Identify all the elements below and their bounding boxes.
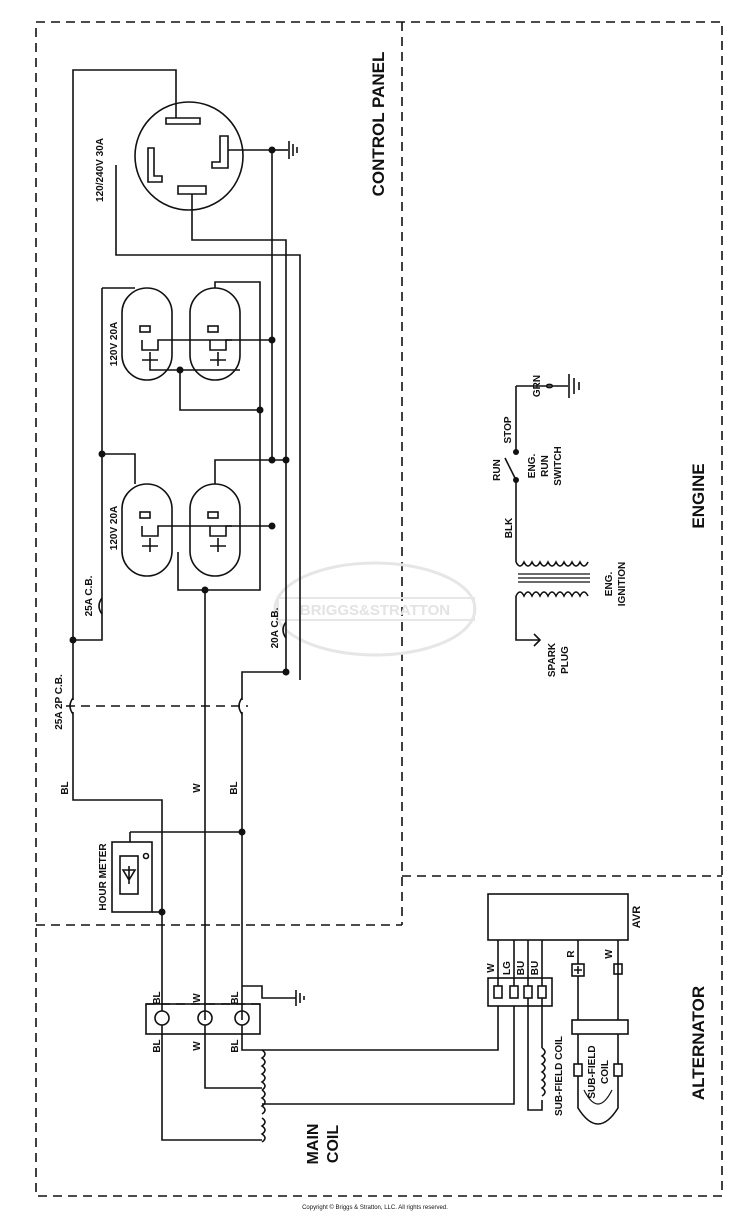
cb-25a-2p-pole-1: [69, 697, 74, 715]
twist-lock-slot-right: [211, 135, 229, 169]
duplex-bottom-outlet-2: [189, 483, 241, 577]
twist-lock-slot-left: [147, 147, 163, 183]
spark-plug-label-2: PLUG: [560, 646, 571, 674]
eng-ignition-label-1: ENG.: [604, 572, 615, 597]
eng-run-switch-label-1: ENG.: [527, 454, 538, 479]
duplex-top-outlet-2: [189, 287, 241, 381]
control-panel-title: CONTROL PANEL: [369, 52, 388, 197]
terminal-label-bl-bottom-left: BL: [152, 1039, 163, 1052]
avr-wire-r: R: [566, 950, 577, 958]
main-coil-label-2: COIL: [325, 1125, 342, 1163]
alternator-ground-icon: [295, 990, 305, 1006]
avr-label: AVR: [631, 906, 643, 928]
run-label: RUN: [492, 459, 503, 481]
terminal-label-w-top: W: [192, 993, 203, 1003]
cb-25a-label: 25A C.B.: [84, 575, 95, 616]
terminal-label-bl-top-left: BL: [152, 991, 163, 1004]
sub-field-coil-label: SUB-FIELD COIL: [554, 1036, 565, 1116]
avr-wire-bu-2: BU: [530, 961, 541, 975]
terminal-block-body: [145, 1003, 261, 1035]
terminal-label-bl-top-right: BL: [230, 991, 241, 1004]
control-panel-wiring: 25A C.B. 20A C.B. 25A 2P C.B. BL W BL: [54, 69, 301, 1020]
hour-meter-body: [111, 841, 153, 913]
wire-label-w-mid: W: [192, 783, 203, 793]
ignition-secondary-winding: [515, 591, 589, 598]
engine-ignition-circuit: GRN 0 STOP RUN ENG. RUN SWITCH BLK ENG. …: [492, 374, 628, 677]
sub-field-coil-winding: [540, 1047, 546, 1097]
engine-title: ENGINE: [689, 463, 708, 528]
terminal-label-bl-bottom-right: BL: [230, 1039, 241, 1052]
twist-lock-slot-top: [165, 117, 201, 125]
grn-label: GRN: [532, 375, 543, 397]
cb-25a-hump: [98, 597, 103, 615]
zero-label: 0: [545, 383, 556, 389]
duplex-bottom-rating: 120V 20A: [109, 506, 120, 550]
eng-run-switch-label-2: RUN: [540, 455, 551, 477]
sub-field-coil-box-label-1: SUB-FIELD: [587, 1045, 598, 1098]
watermark-label: BRIGGS&STRATTON: [300, 602, 450, 619]
ignition-primary-winding: [515, 560, 589, 567]
twist-lock-rating: 120/240V 30A: [95, 138, 106, 202]
main-coil-label-1: MAIN: [305, 1124, 322, 1165]
chassis-ground-icon: [272, 141, 298, 159]
wire-label-bl-left: BL: [60, 781, 71, 794]
section-boundaries: [35, 21, 723, 1197]
blk-label: BLK: [504, 517, 515, 538]
sub-field-coil-box: [571, 1019, 629, 1035]
spark-plug-label-1: SPARK: [547, 642, 558, 677]
twist-lock-slot-bottom: [177, 185, 207, 195]
cb-25a-2p-pole-2: [238, 697, 243, 715]
cb-20a-hump: [282, 621, 287, 639]
duplex-bottom-outlet-1: [121, 483, 173, 577]
watermark: BRIGGS&STRATTON: [273, 561, 477, 657]
twist-lock-body: [134, 101, 244, 211]
alternator-title: ALTERNATOR: [689, 986, 708, 1100]
cb-20a-label: 20A C.B.: [270, 607, 281, 648]
duplex-top-outlet-1: [121, 287, 173, 381]
main-coil-winding: [260, 1049, 266, 1143]
stop-label: STOP: [503, 416, 514, 443]
duplex-receptacle-top: 120V 20A: [109, 287, 241, 381]
avr-box: [487, 893, 629, 941]
eng-run-switch-label-3: SWITCH: [553, 446, 564, 485]
avr-wire-w: W: [486, 963, 497, 973]
hour-meter-label: HOUR METER: [98, 843, 109, 911]
sub-field-coil-box-label-2: COIL: [600, 1060, 611, 1084]
twist-lock-receptacle: 120/240V 30A: [95, 101, 244, 211]
watermark-band: [277, 597, 475, 621]
avr-wire-bu-1: BU: [516, 961, 527, 975]
terminal-block: BL W BL BL W BL: [145, 930, 305, 1141]
duplex-receptacle-bottom: 120V 20A: [109, 483, 241, 577]
terminal-bl-left: [154, 1010, 170, 1026]
avr-wire-w-right: W: [604, 949, 615, 959]
avr-wire-lg: LG: [502, 961, 513, 975]
copyright-notice: Copyright © Briggs & Stratton, LLC. All …: [302, 1205, 448, 1211]
eng-ignition-label-2: IGNITION: [617, 562, 628, 606]
avr-connector: [487, 977, 553, 1007]
terminal-label-w-bottom: W: [192, 1041, 203, 1051]
avr-module: AVR W LG BU BU SUB-FIELD COIL R W SUB-: [486, 893, 643, 1125]
hour-meter: HOUR METER: [98, 832, 162, 913]
duplex-top-rating: 120V 20A: [109, 322, 120, 366]
wire-label-bl-right: BL: [229, 781, 240, 794]
cb-25a-2p-label: 25A 2P C.B.: [54, 674, 65, 730]
main-coil: MAIN COIL: [260, 1006, 515, 1165]
